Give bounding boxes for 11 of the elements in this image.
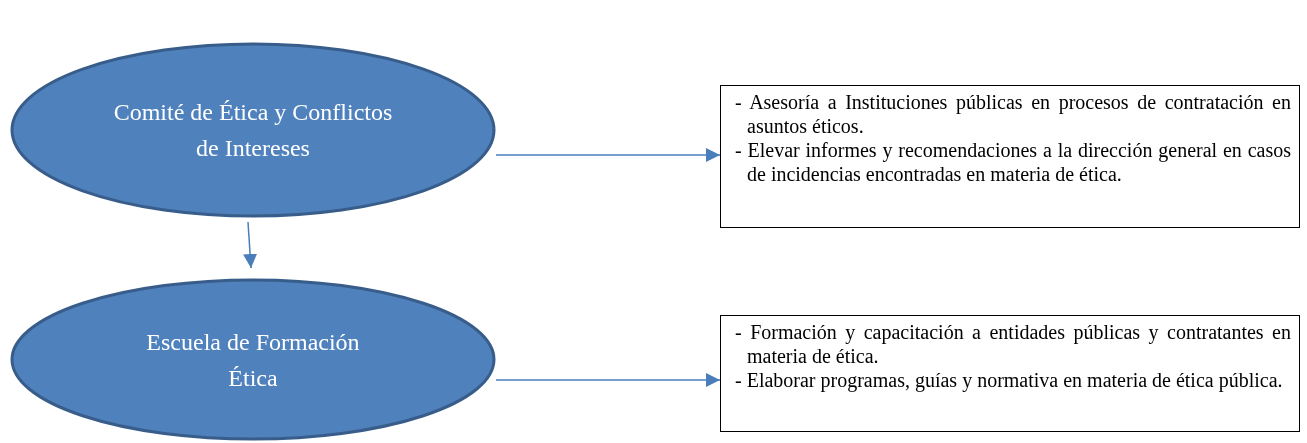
node-title: Comité de Ética y Conflictos de Intereses bbox=[112, 98, 394, 163]
text-box bbox=[720, 315, 1300, 432]
arrow bbox=[243, 221, 258, 269]
text-box bbox=[720, 85, 1300, 228]
list-item: - Elaborar programas, guías y normativa en materia de ética pública. bbox=[735, 368, 1284, 392]
arrow bbox=[495, 148, 721, 162]
arrow bbox=[495, 373, 721, 387]
node-title: Escuela de Formación Ética bbox=[145, 327, 361, 393]
list-item: - Elevar informes y recomendaciones a la dirección general en casos de incidencias encontradas en materia de ética. bbox=[735, 138, 1291, 186]
list-item: - Formación y capacitación a entidades públicas y contratantes en materia de ética. bbox=[735, 320, 1291, 368]
list-item: - Asesoría a Instituciones públicas en procesos de contratación en asuntos éticos. bbox=[735, 90, 1291, 138]
